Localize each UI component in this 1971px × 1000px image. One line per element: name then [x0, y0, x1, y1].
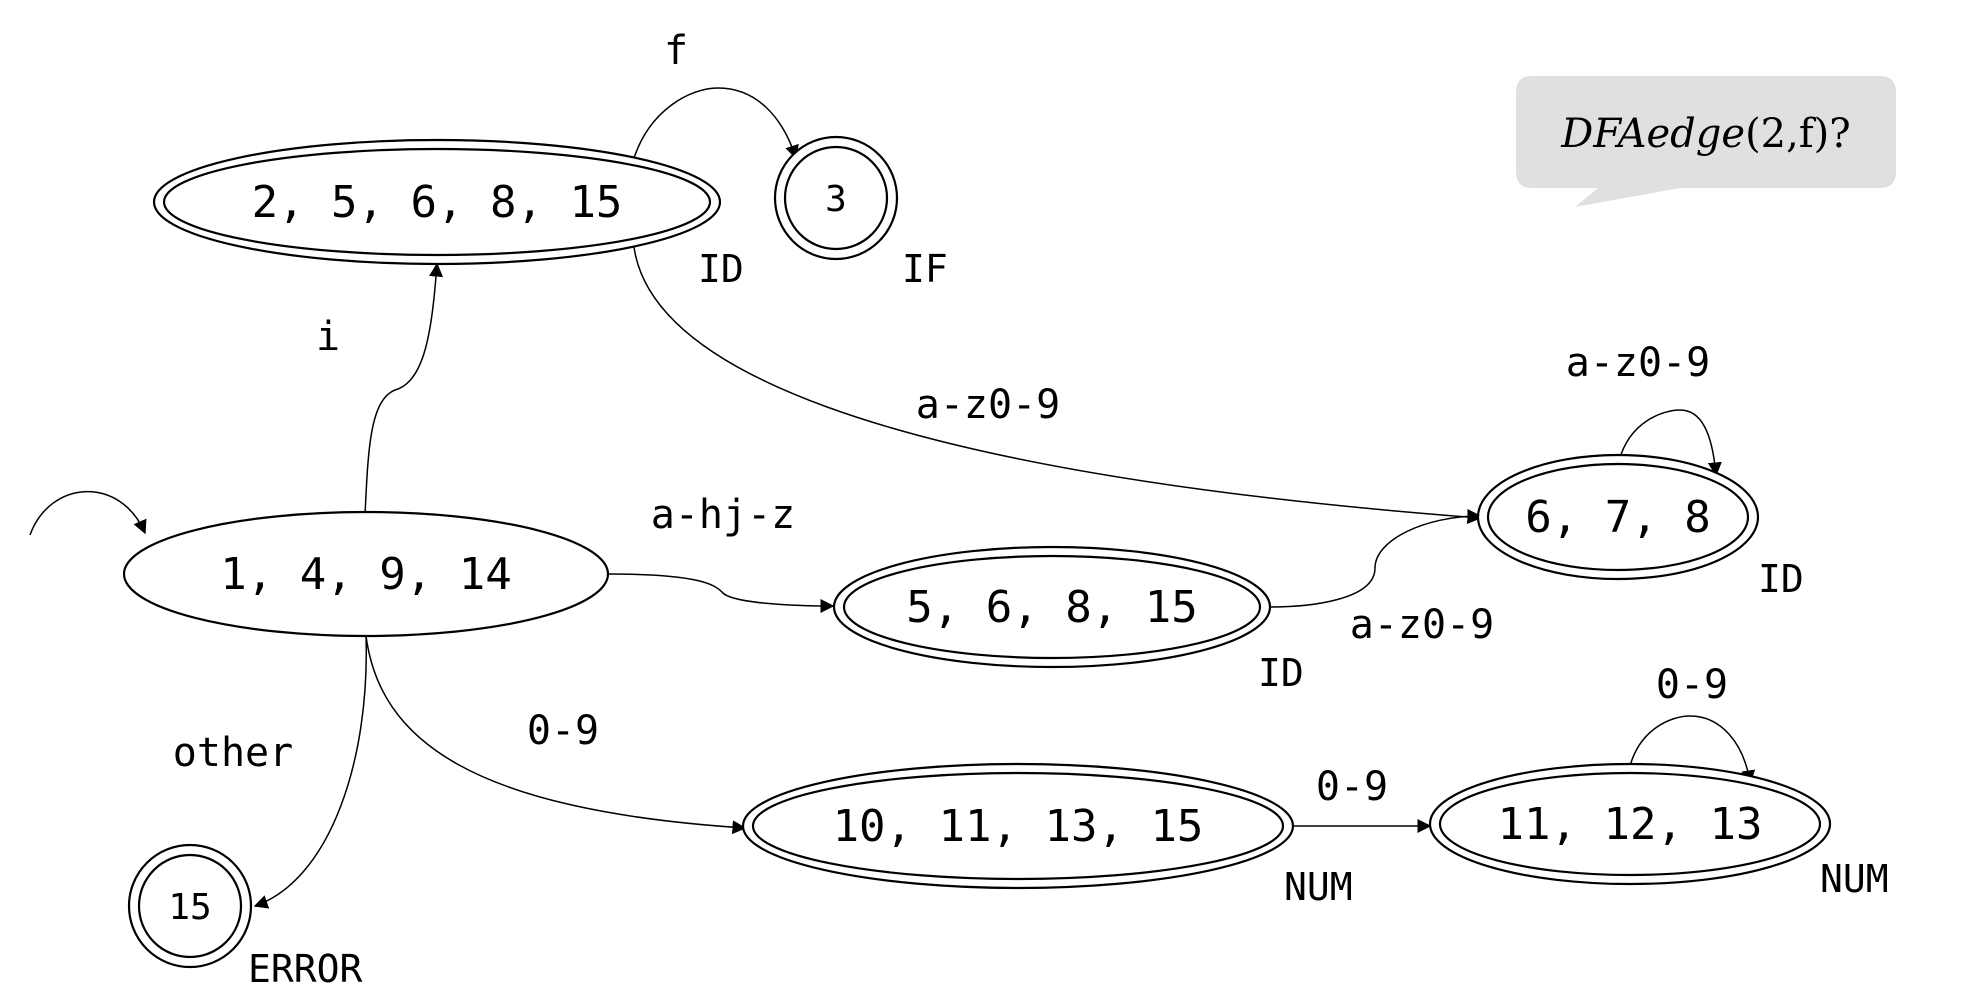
state-s6: 6, 7, 8 [1476, 453, 1760, 581]
edge-label-s2-s3: f [664, 28, 688, 74]
edge-label-s5-s6: a-z0-9 [1350, 602, 1495, 648]
start-arrow [29, 490, 147, 536]
edge-label-s10-s11: 0-9 [1316, 764, 1388, 810]
token-label-s5: ID [1258, 651, 1304, 695]
edge-label-s1-s10: 0-9 [527, 708, 599, 754]
edge-s2-s3 [633, 87, 799, 160]
state-s2: 2, 5, 6, 8, 15 [152, 138, 722, 266]
edge-s2-s6 [633, 246, 1482, 525]
state-s10-label: 10, 11, 13, 15 [833, 801, 1204, 852]
state-s1-label: 1, 4, 9, 14 [220, 549, 511, 600]
edge-s5-s6 [1269, 509, 1482, 608]
edge-s1-s10 [365, 635, 747, 835]
callout-text: DFAedge(2,f)? [1560, 111, 1850, 157]
edge-s11-self [1629, 715, 1756, 785]
state-s6-label: 6, 7, 8 [1525, 492, 1710, 543]
token-label-s6: ID [1758, 557, 1804, 601]
token-label-s15: ERROR [248, 947, 363, 991]
token-label-s2: ID [698, 247, 744, 291]
token-label-s3: IF [902, 247, 948, 291]
state-s5-label: 5, 6, 8, 15 [906, 582, 1197, 633]
edge-label-s1-s15: other [173, 730, 293, 776]
token-label-s11: NUM [1820, 857, 1889, 901]
edge-s1-s2 [364, 262, 444, 517]
state-s15-label: 15 [168, 887, 211, 928]
state-s15: 15 [127, 843, 253, 969]
state-s11: 11, 12, 13 [1428, 762, 1832, 886]
edge-label-s6-self: a-z0-9 [1566, 340, 1711, 386]
state-s3: 3 [773, 135, 899, 261]
state-s3-label: 3 [825, 179, 847, 220]
edge-s1-s15 [253, 635, 368, 909]
state-s10: 10, 11, 13, 15 [741, 762, 1295, 890]
state-s11-label: 11, 12, 13 [1498, 799, 1763, 850]
edge-s1-s5 [607, 573, 835, 613]
token-label-s10: NUM [1284, 865, 1353, 909]
edge-label-s1-s5: a-hj-z [651, 492, 796, 538]
state-s1: 1, 4, 9, 14 [122, 510, 610, 638]
callout-bubble: DFAedge(2,f)? [1516, 76, 1896, 207]
edge-label-s11-self: 0-9 [1656, 662, 1728, 708]
state-s5: 5, 6, 8, 15 [832, 545, 1272, 669]
edge-s6-self [1618, 409, 1722, 477]
edge-label-s2-s6: a-z0-9 [916, 382, 1061, 428]
edge-label-s1-s2: i [316, 314, 340, 360]
state-s2-label: 2, 5, 6, 8, 15 [252, 177, 623, 228]
